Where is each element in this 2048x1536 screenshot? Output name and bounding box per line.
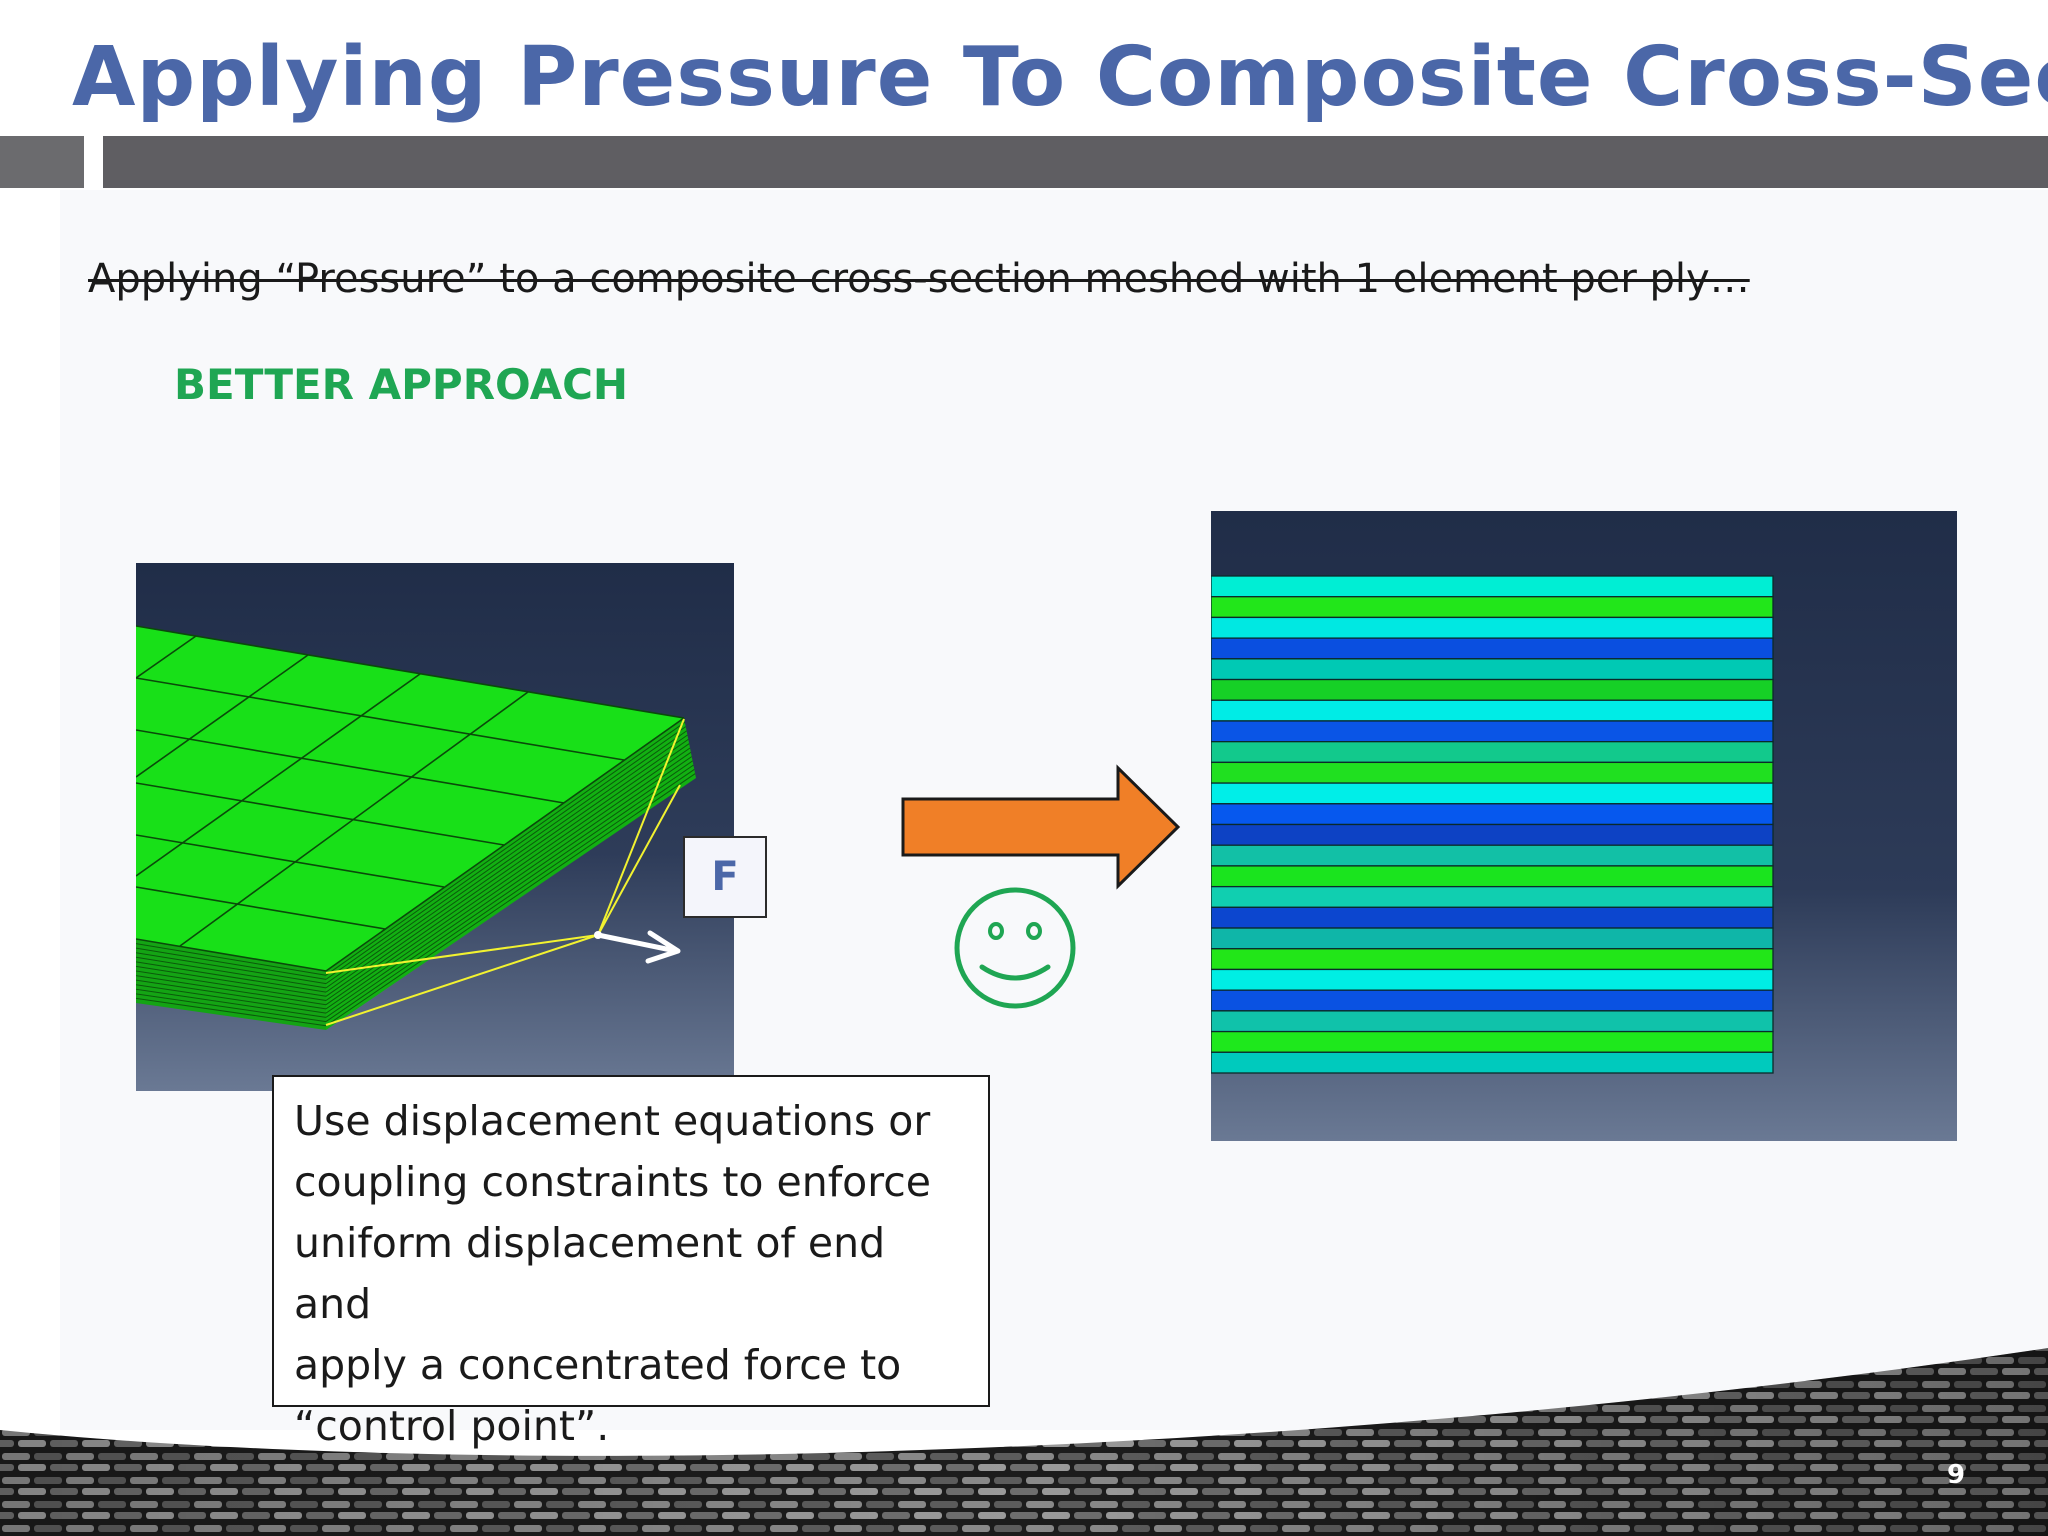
ply-layer	[1211, 658, 1774, 681]
ply-layer	[1211, 782, 1774, 805]
mesh-corner-image	[136, 563, 734, 1091]
side-ply-lines	[136, 943, 327, 1027]
ply-layer	[1211, 885, 1774, 908]
ply-layer	[1211, 1051, 1774, 1074]
control-point	[594, 931, 602, 939]
ply-layer	[1211, 699, 1774, 722]
ply-layer	[1211, 575, 1774, 598]
ply-line	[325, 726, 686, 980]
ply-line	[325, 773, 696, 1027]
ply-line	[136, 984, 327, 1014]
mesh-grid	[136, 625, 685, 972]
ply-line	[325, 747, 691, 1001]
ply-line	[325, 743, 690, 997]
callout-line: Use displacement equations or	[294, 1097, 931, 1145]
ply-line	[136, 970, 327, 1001]
better-approach-heading: BETTER APPROACH	[174, 360, 629, 409]
ply-line	[325, 734, 688, 989]
end-ply-lines	[325, 721, 696, 1027]
ply-line	[325, 760, 693, 1014]
callout-line: “control point”.	[294, 1402, 610, 1450]
callout-line: apply a concentrated force to	[294, 1341, 902, 1389]
plate-side-face	[136, 939, 326, 1030]
ply-layer	[1211, 761, 1774, 784]
ply-line	[136, 956, 327, 989]
ply-layer	[1211, 1030, 1774, 1053]
ply-layers	[1211, 575, 1774, 1074]
ply-layer	[1211, 989, 1774, 1012]
force-vector-icon	[595, 930, 681, 964]
ply-layer	[1211, 823, 1774, 846]
ply-layer	[1211, 678, 1774, 701]
ply-layer	[1211, 948, 1774, 971]
ply-line	[136, 952, 327, 985]
ply-layer	[1211, 720, 1774, 743]
ply-layer	[1211, 844, 1774, 867]
header-bar	[103, 136, 2048, 188]
ply-line	[325, 768, 695, 1023]
ply-line	[136, 975, 327, 1006]
struck-through-statement: Applying “Pressure” to a composite cross…	[88, 256, 1750, 302]
ply-layer	[1211, 616, 1774, 639]
ply-line	[136, 947, 327, 980]
ply-layer	[1211, 1010, 1774, 1033]
smiley-face-icon	[954, 887, 1076, 1009]
ply-layer	[1211, 968, 1774, 991]
ply-layer	[1211, 741, 1774, 764]
ply-layer	[1211, 865, 1774, 888]
page-number: 9	[1946, 1460, 1966, 1490]
header-bar-left	[0, 136, 84, 188]
ply-line	[136, 965, 327, 997]
slide-title: Applying Pressure To Composite Cross-Sec…	[72, 30, 2048, 125]
right-arrow-icon	[901, 764, 1181, 890]
ply-line	[325, 751, 692, 1006]
ply-layer	[1211, 596, 1774, 619]
ply-line	[136, 997, 327, 1027]
ply-layer	[1211, 927, 1774, 950]
ply-line	[325, 738, 689, 993]
ply-line	[136, 943, 327, 976]
ply-line	[136, 979, 327, 1010]
callout-line: coupling constraints to enforce	[294, 1158, 931, 1206]
plate-top-face	[136, 626, 684, 971]
coupling-constraint-lines	[325, 718, 685, 1026]
ply-layer	[1211, 803, 1774, 826]
ply-line	[136, 961, 327, 993]
ply-layer	[1211, 906, 1774, 929]
ply-line	[325, 764, 694, 1018]
callout-box: Use displacement equations or coupling c…	[272, 1075, 990, 1450]
ply-line	[325, 721, 686, 976]
ply-line	[136, 988, 327, 1018]
plate-end-face	[326, 718, 696, 1030]
force-label: F	[683, 836, 767, 918]
ply-line	[325, 756, 692, 1010]
ply-line	[325, 730, 687, 985]
carbon-fiber-footer	[0, 1348, 2048, 1536]
ply-line	[136, 993, 327, 1023]
callout-line: uniform displacement of end and	[294, 1219, 886, 1328]
cross-section-image	[1211, 511, 1957, 1141]
ply-layer	[1211, 637, 1774, 660]
